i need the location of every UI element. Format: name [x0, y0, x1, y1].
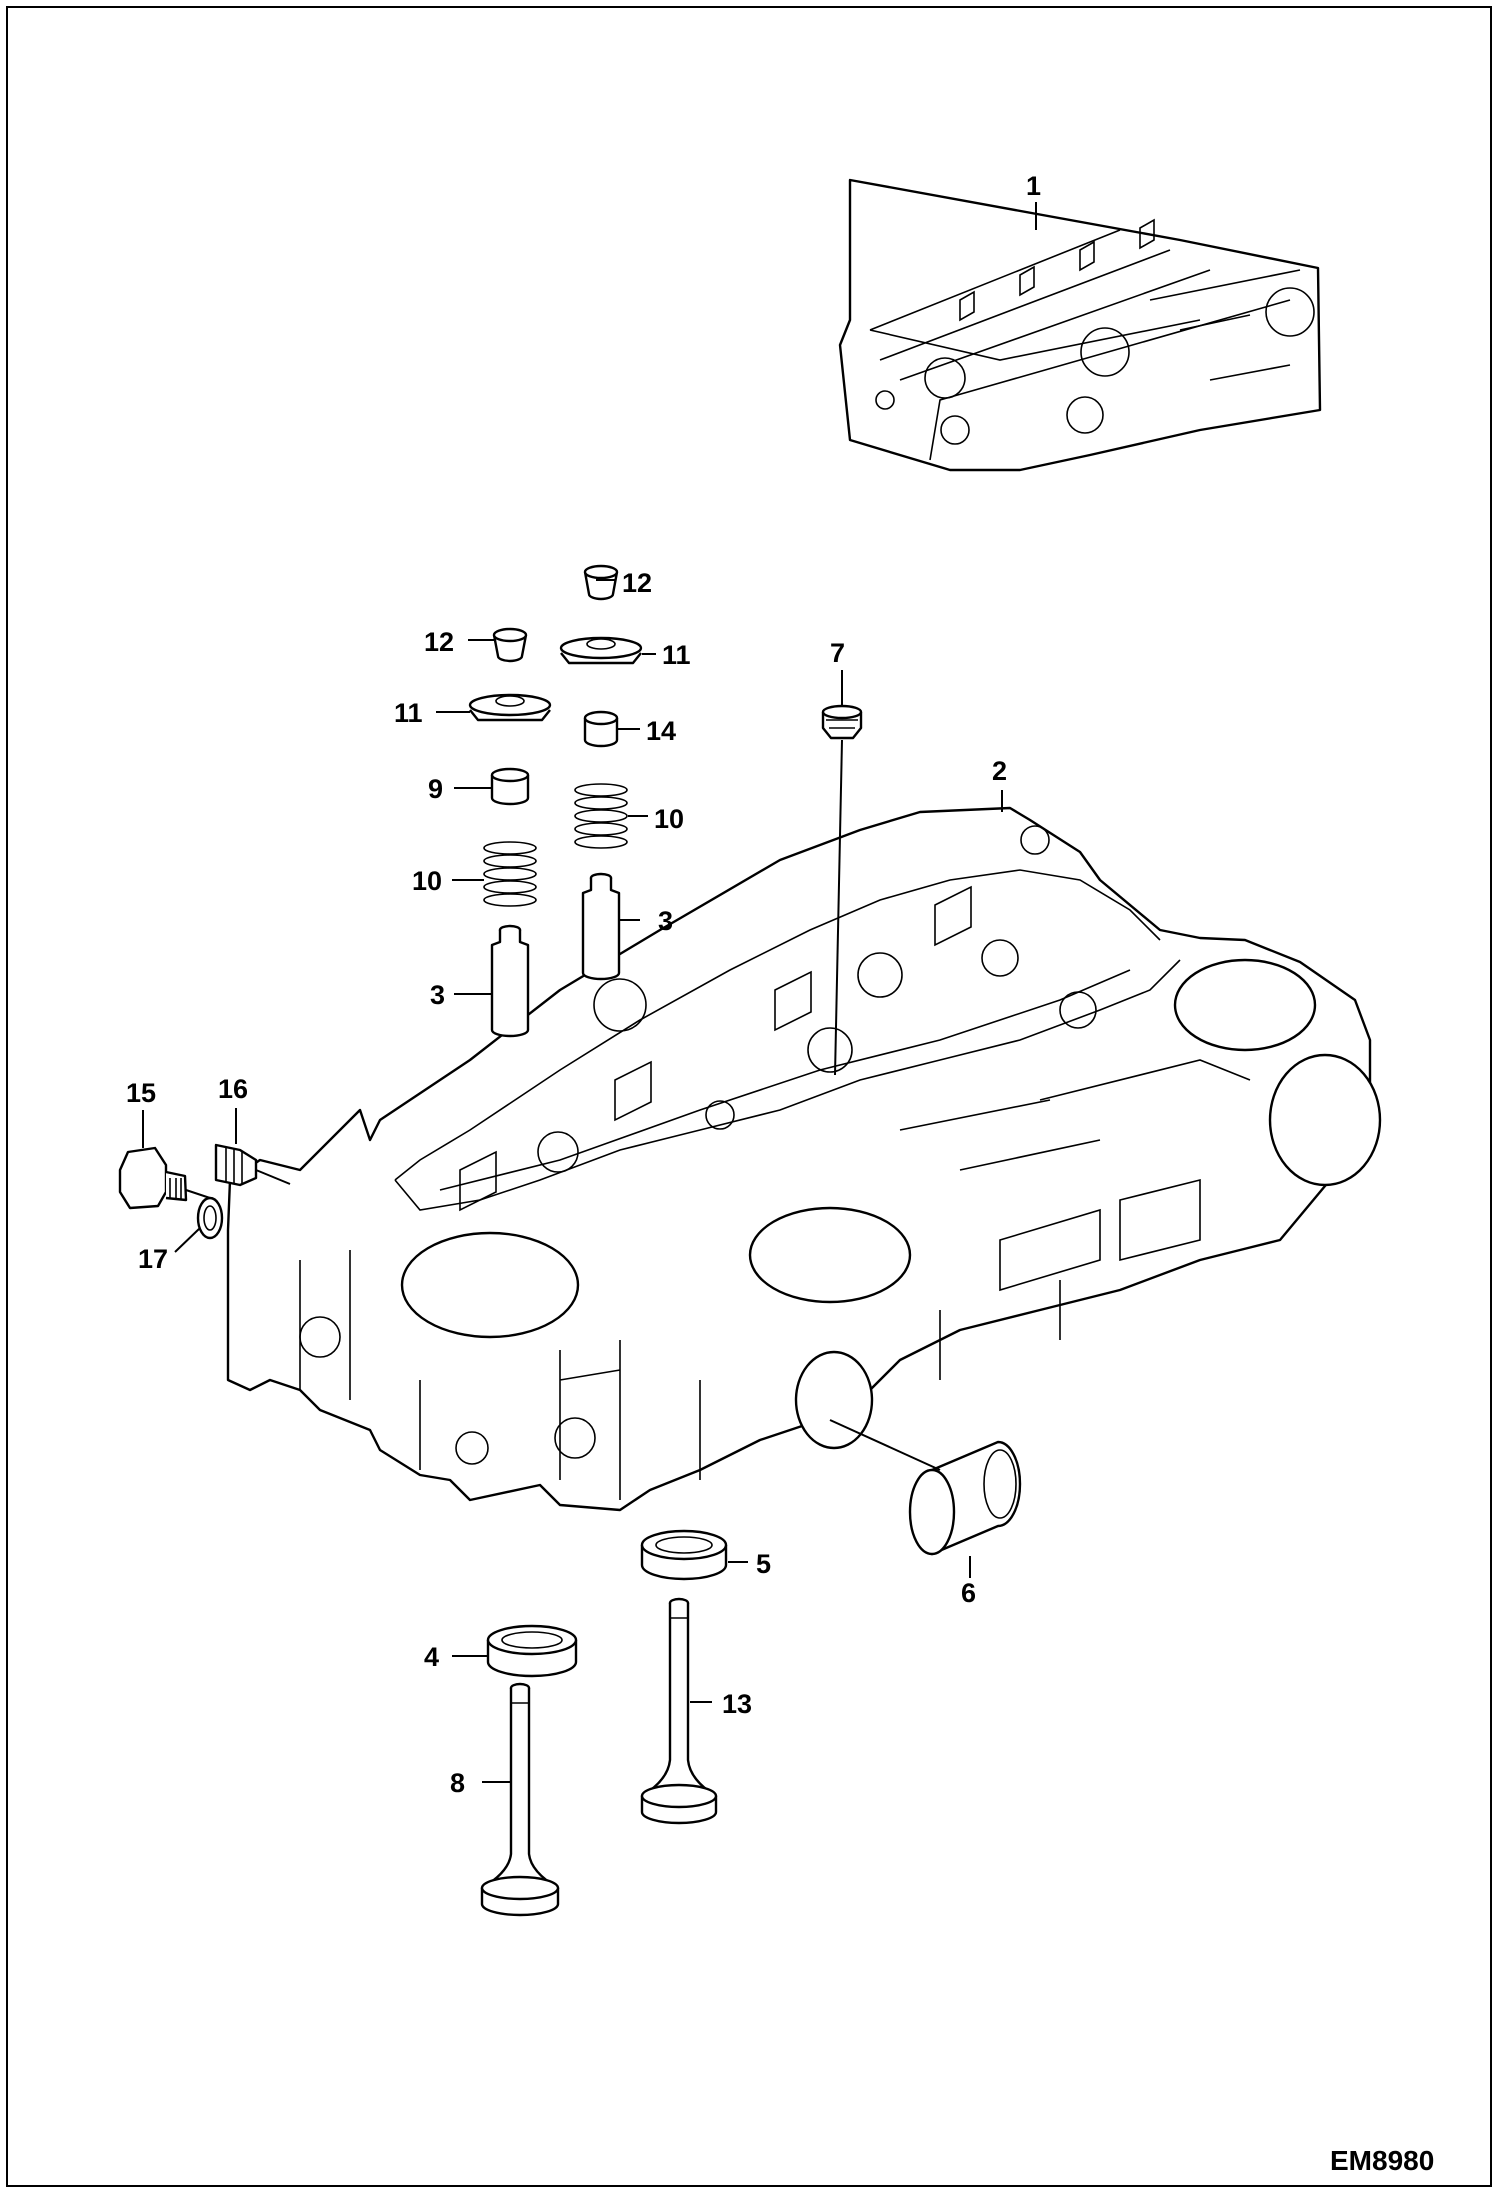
- seal-ring-illustration: [908, 1440, 1022, 1556]
- valve-seat-insert-exhaust-illustration: [640, 1529, 728, 1581]
- callout-9: 9: [428, 774, 443, 804]
- plug-illustration: [821, 704, 863, 740]
- callout-11-left: 11: [394, 698, 423, 728]
- callout-14: 14: [646, 716, 676, 746]
- callout-7: 7: [830, 638, 845, 668]
- callout-1: 1: [1026, 171, 1041, 201]
- callout-4: 4: [424, 1642, 439, 1672]
- callout-3-right: 3: [658, 906, 673, 936]
- callout-3-left: 3: [430, 980, 445, 1010]
- callout-11-right: 11: [662, 640, 691, 670]
- intake-valve-illustration: [480, 1682, 560, 1917]
- callout-13: 13: [722, 1689, 752, 1719]
- right-valve-stack-illustration: [559, 564, 643, 981]
- callout-16: 16: [218, 1074, 248, 1104]
- callout-15: 15: [126, 1078, 156, 1108]
- threaded-plug-illustration: [214, 1143, 258, 1187]
- cylinder-head-illustration: [226, 806, 1382, 1512]
- callout-6: 6: [961, 1578, 976, 1608]
- left-valve-stack-illustration: [468, 627, 552, 1038]
- leader-lines: [142, 202, 1037, 1783]
- cylinder-head-assembly-illustration: [838, 178, 1322, 472]
- sealing-washer-illustration: [196, 1196, 224, 1240]
- exhaust-valve-illustration: [640, 1597, 718, 1825]
- callout-10-right: 10: [654, 804, 684, 834]
- callout-labels: 1 2 7 12 11 14 10 3 12 11 9 10 3 15 16 1…: [126, 171, 1041, 1798]
- callout-8: 8: [450, 1768, 465, 1798]
- plug-bolt-illustration: [118, 1146, 188, 1210]
- drawing-frame: [6, 6, 1492, 2187]
- callout-17: 17: [138, 1244, 168, 1274]
- drawing-reference-number: EM8980: [1330, 2145, 1434, 2176]
- valve-seat-insert-intake-illustration: [486, 1624, 578, 1678]
- callout-5: 5: [756, 1549, 771, 1579]
- callout-2: 2: [992, 756, 1007, 786]
- callout-10-left: 10: [412, 866, 442, 896]
- callout-12-right: 12: [622, 568, 652, 598]
- callout-12-left: 12: [424, 627, 454, 657]
